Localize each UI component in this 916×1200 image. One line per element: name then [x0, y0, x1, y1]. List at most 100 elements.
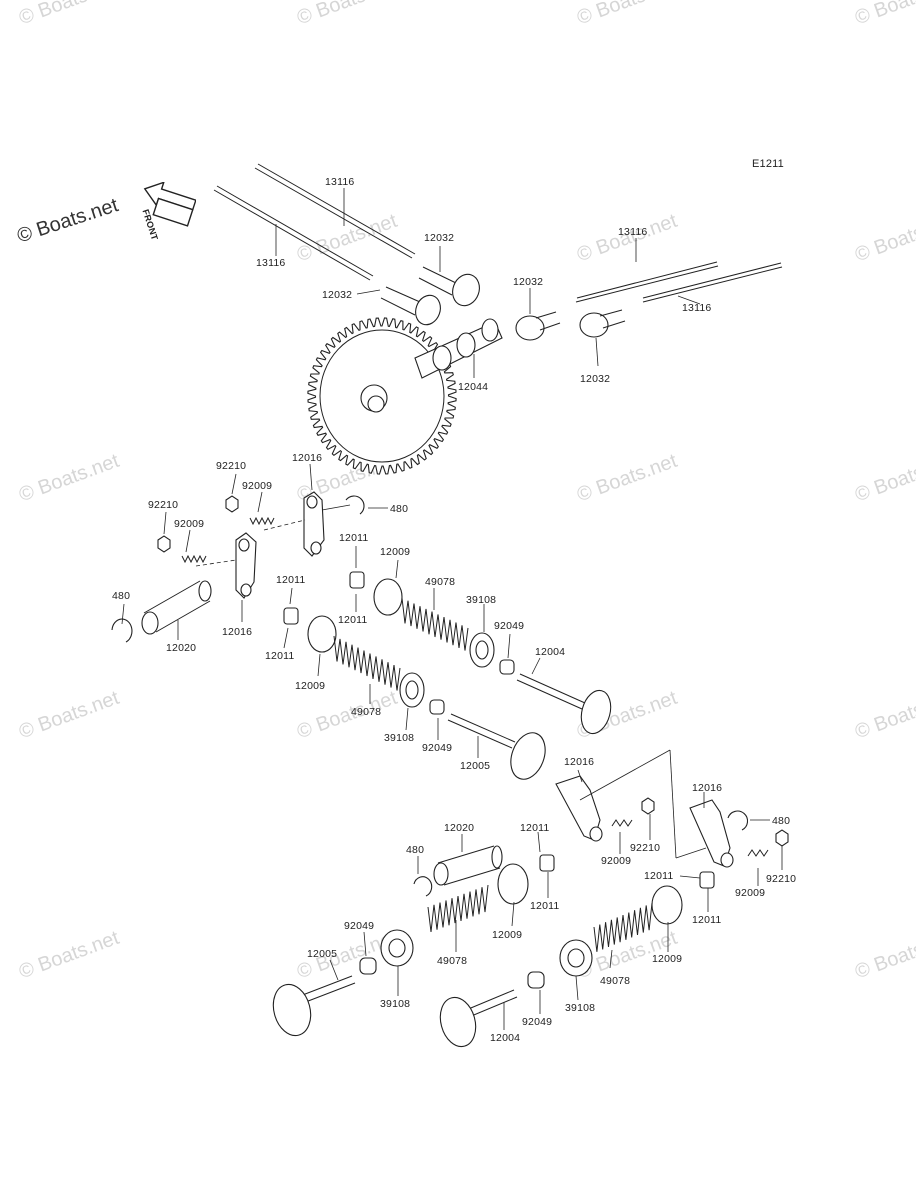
rocker-arm-12016-upper-a	[303, 491, 325, 557]
rocker-arm-12016-lower-a	[555, 775, 603, 842]
adjust-screw-92009-a	[249, 516, 275, 526]
spring-coils	[593, 902, 653, 952]
collar-12011-d	[699, 871, 715, 889]
valve-12005-upper	[447, 713, 546, 780]
washer-39108-c	[380, 929, 414, 967]
retainer-12009-c	[497, 863, 529, 905]
rocker-arm-12016-lower-b	[689, 799, 734, 868]
collar-12011-b	[283, 607, 299, 625]
part-label: 12011	[339, 532, 369, 544]
spring-coils	[427, 884, 489, 932]
valve-spring-49078-a	[401, 597, 469, 651]
part-label: 12016	[692, 782, 723, 794]
spring-coils	[333, 635, 401, 691]
rocker-shaft-12020-lower	[433, 845, 503, 886]
tappet-12032-d	[579, 309, 626, 338]
part-label: 92210	[148, 499, 179, 511]
seal-92049-b	[429, 699, 445, 715]
nut-92210-a	[225, 495, 239, 513]
adjust-screw-92009-c	[611, 819, 633, 827]
part-label: 92009	[735, 887, 766, 899]
part-label: 49078	[600, 975, 631, 987]
spring-coils	[401, 597, 469, 651]
part-label: 92009	[601, 855, 632, 867]
part-label: 12009	[380, 546, 411, 558]
part-label: 12009	[492, 929, 523, 941]
pushrod-13116-lower-left	[213, 185, 374, 281]
gear-hub-ring	[319, 329, 445, 463]
part-label: 12032	[424, 232, 455, 244]
part-label: 12004	[490, 1032, 521, 1044]
circlip-480-d	[413, 876, 433, 897]
part-label: 12032	[580, 373, 611, 385]
part-label: 13116	[682, 302, 712, 314]
pushrod-13116-right-a	[575, 261, 719, 303]
part-label: 39108	[380, 998, 411, 1010]
part-label: 480	[772, 815, 791, 827]
collar-12011-a	[349, 571, 365, 589]
part-label: 12011	[265, 650, 295, 662]
nut-92210-b	[157, 535, 171, 553]
part-label: 92049	[422, 742, 453, 754]
nut-92210-c	[641, 797, 655, 815]
rocker-shaft-12020-upper	[141, 580, 212, 635]
part-label: 92210	[630, 842, 661, 854]
pushrod-13116-upper-left	[254, 163, 416, 259]
part-label: 12005	[307, 948, 338, 960]
part-label: 13116	[618, 226, 648, 238]
part-label: 39108	[384, 732, 415, 744]
circlip-480-a	[345, 495, 365, 515]
valve-spring-49078-c	[427, 884, 489, 932]
part-label: 12016	[564, 756, 595, 768]
washer-39108-d	[559, 939, 593, 977]
part-label: 12011	[530, 900, 560, 912]
part-label: 49078	[425, 576, 456, 588]
tappet-12032-c	[515, 311, 561, 341]
part-label: 39108	[565, 1002, 596, 1014]
part-label: 12005	[460, 760, 491, 772]
part-label: 12011	[644, 870, 674, 882]
valve-12004-upper	[516, 673, 612, 735]
seal-92049-c	[359, 957, 377, 975]
valve-spring-49078-d	[593, 902, 653, 952]
part-label: 92009	[174, 518, 205, 530]
front-arrow-icon	[143, 182, 196, 227]
leader-lines	[121, 188, 783, 1030]
part-label: 13116	[325, 176, 355, 188]
adjust-screw-92009-b	[181, 554, 207, 564]
part-label: 92049	[494, 620, 525, 632]
part-label: 12009	[295, 680, 326, 692]
circlip-480-b	[111, 618, 133, 643]
diagram-code: E1211	[752, 158, 784, 170]
valve-12004-lower	[439, 989, 518, 1048]
part-label: 92210	[216, 460, 247, 472]
part-label: 92009	[242, 480, 273, 492]
part-label: 12016	[222, 626, 253, 638]
rocker-arm-12016-upper-b	[235, 532, 257, 599]
part-label: 12011	[338, 614, 368, 626]
part-label: 13116	[256, 257, 286, 269]
part-label: 12011	[692, 914, 722, 926]
part-label: 12020	[166, 642, 197, 654]
part-label: 92049	[522, 1016, 553, 1028]
part-label: 12011	[520, 822, 550, 834]
pushrod-13116-right-b	[642, 262, 783, 303]
part-label: 12032	[513, 276, 544, 288]
valve-12005-lower	[272, 975, 356, 1037]
retainer-12009-b	[307, 615, 337, 653]
part-label: 480	[390, 503, 409, 515]
adjust-screw-92009-d	[747, 849, 769, 857]
tappet-12032-a	[418, 266, 480, 307]
part-label: 480	[406, 844, 425, 856]
washer-39108-b	[399, 672, 425, 708]
part-label: 12004	[535, 646, 566, 658]
part-label: 12044	[458, 381, 489, 393]
valve-spring-49078-b	[333, 635, 401, 691]
part-label: 12032	[322, 289, 353, 301]
part-label: 12011	[276, 574, 306, 586]
nut-92210-d	[775, 829, 789, 847]
part-label: 12016	[292, 452, 323, 464]
seal-92049-d	[527, 971, 545, 989]
